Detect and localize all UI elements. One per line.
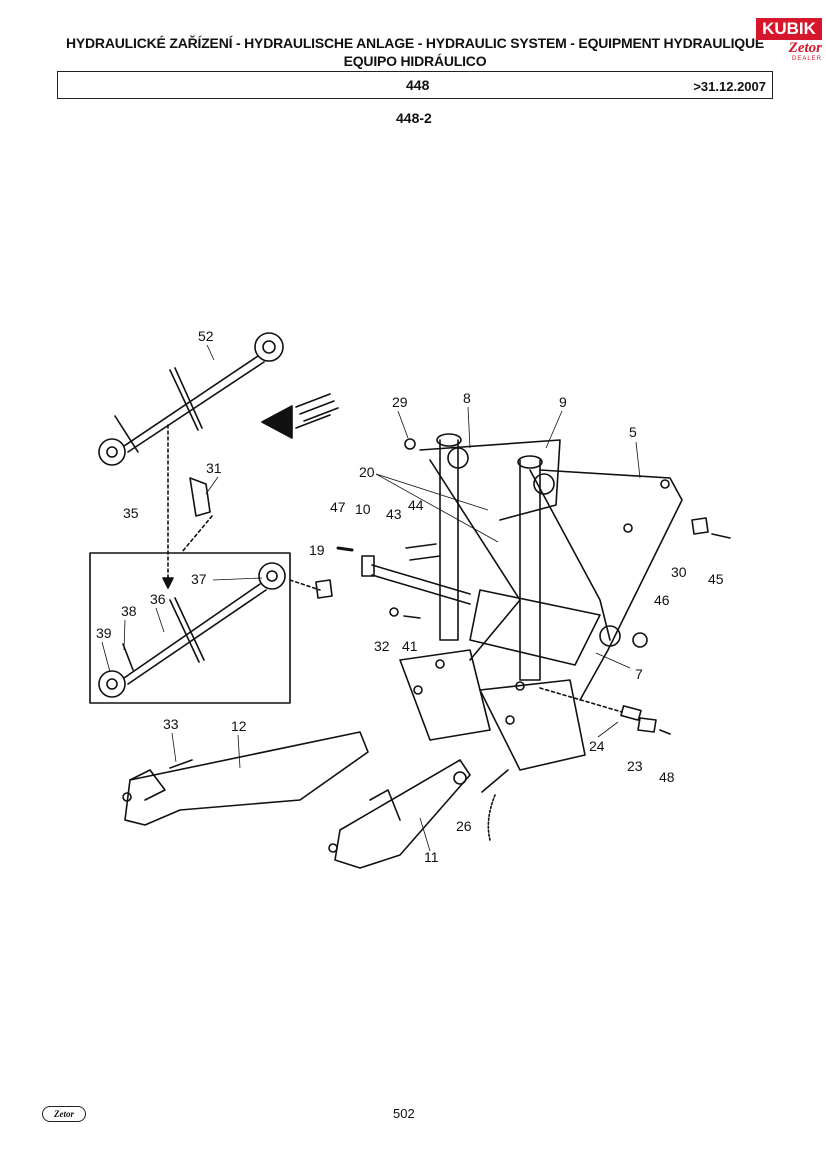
callout-8: 8 [463, 390, 471, 406]
lower-link-box [89, 552, 291, 704]
arm-11 [328, 759, 471, 869]
callout-41: 41 [402, 638, 418, 654]
callout-38: 38 [121, 603, 137, 619]
callout-20: 20 [359, 464, 375, 480]
lower-link-36 [98, 562, 286, 698]
lower-arm-12 [122, 731, 369, 826]
callout-36: 36 [150, 591, 166, 607]
logo-name: KUBIK [756, 18, 822, 40]
callout-33: 33 [163, 716, 179, 732]
logo-subtitle: DEALER [791, 56, 822, 62]
kubik-zetor-logo: KUBIK Zetor DEALER [756, 8, 822, 66]
callout-31: 31 [206, 460, 222, 476]
callout-46: 46 [654, 592, 670, 608]
top-link-52 [98, 332, 284, 466]
callout-37: 37 [191, 571, 207, 587]
callout-30: 30 [671, 564, 687, 580]
callout-19: 19 [309, 542, 325, 558]
callout-44: 44 [408, 497, 424, 513]
callout-45: 45 [708, 571, 724, 587]
title-line-1: HYDRAULICKÉ ZAŘÍZENÍ - HYDRAULISCHE ANLA… [65, 35, 765, 51]
callout-10: 10 [355, 501, 371, 517]
model-bar: 448 >31.12.2007 [57, 71, 773, 99]
callout-5: 5 [629, 424, 637, 440]
callout-labels: 52 29 8 9 5 31 20 35 47 10 44 43 19 37 3… [96, 328, 724, 865]
callout-35: 35 [123, 505, 139, 521]
validity-date: >31.12.2007 [693, 79, 766, 94]
callout-29: 29 [392, 394, 408, 410]
callout-48: 48 [659, 769, 675, 785]
model-code: 448 [406, 77, 430, 93]
figure-number: 448-2 [396, 110, 432, 126]
callout-12: 12 [231, 718, 247, 734]
title-line-2: EQUIPO HIDRÁULICO [343, 53, 487, 69]
page-number: 502 [393, 1106, 415, 1121]
callout-43: 43 [386, 506, 402, 522]
callout-9: 9 [559, 394, 567, 410]
callout-24: 24 [589, 738, 605, 754]
callout-47: 47 [330, 499, 346, 515]
callout-7: 7 [635, 666, 643, 682]
page-title: HYDRAULICKÉ ZAŘÍZENÍ - HYDRAULISCHE ANLA… [40, 34, 790, 70]
callout-23: 23 [627, 758, 643, 774]
lift-frame-assembly [336, 433, 683, 771]
callout-26: 26 [456, 818, 472, 834]
callout-11: 11 [424, 849, 439, 865]
callout-52: 52 [198, 328, 214, 344]
callout-39: 39 [96, 625, 112, 641]
callout-32: 32 [374, 638, 390, 654]
direction-arrow-icon [261, 393, 339, 439]
logo-brand: Zetor [788, 40, 822, 56]
zetor-footer-logo: Zetor [42, 1106, 86, 1122]
